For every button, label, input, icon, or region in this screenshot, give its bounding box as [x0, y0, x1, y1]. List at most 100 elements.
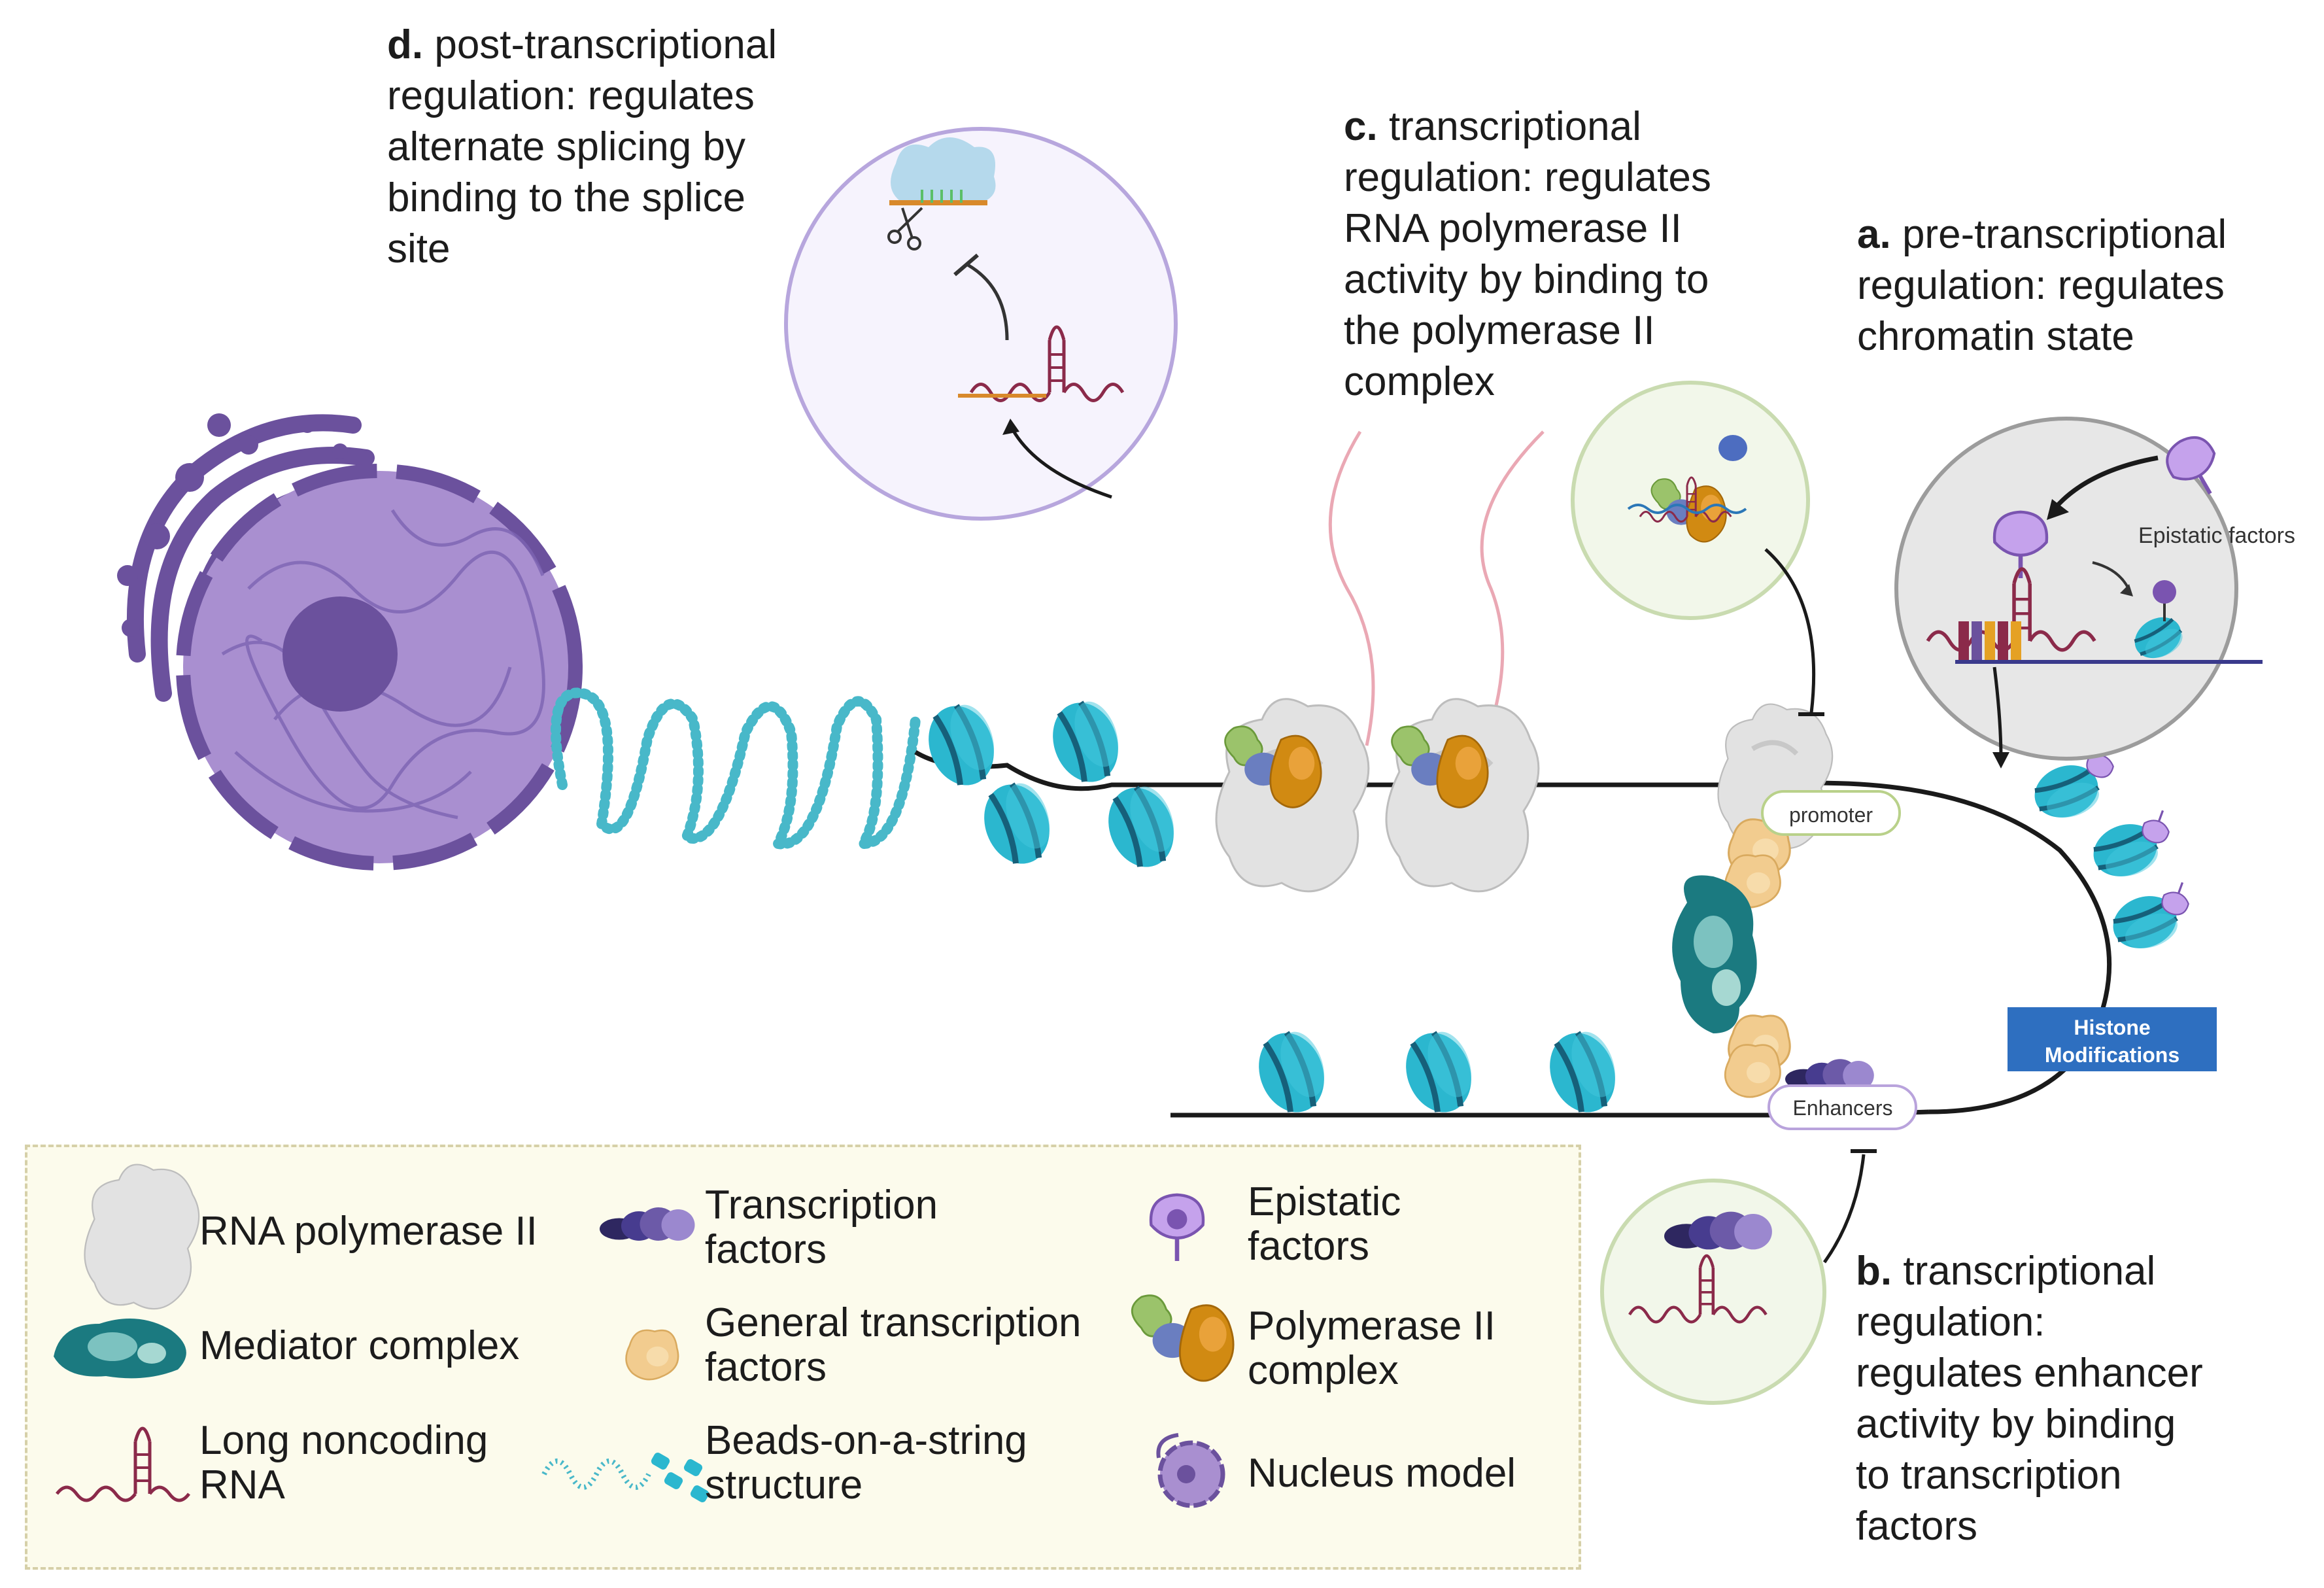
annotation-b-line-4: to transcription [1856, 1453, 2122, 1498]
legend-epi-line-2: factors [1248, 1224, 1370, 1269]
legend-nucleus-model-label: Nucleus model [1248, 1451, 1516, 1496]
nucleosome [1395, 1024, 1484, 1122]
legend-lncrna-icon [56, 1426, 190, 1502]
legend-lnc-line-1: Long noncoding [199, 1418, 488, 1463]
arrow [2092, 561, 2130, 589]
inhibit-arrow [1822, 1154, 1866, 1264]
annotation-b-letter: b. [1856, 1249, 1892, 1294]
callout-c-polymerase [1571, 381, 1824, 716]
annotation-b-line-2: regulates enhancer [1856, 1351, 2203, 1396]
callout-b-enhancer [1600, 1149, 1877, 1405]
callout-a-chromatin: Epistatic factors [1894, 417, 2295, 768]
legend-beads-line-1: Beads-on-a-string [705, 1418, 1027, 1463]
legend-nucleus-model-icon [1156, 1433, 1225, 1508]
annotation-c-line-0: transcriptional [1388, 104, 1641, 149]
nucleolus [282, 596, 398, 712]
nucleosome [1042, 693, 1131, 791]
annotation-d-line-1: regulation: regulates [387, 73, 755, 118]
nucleosome [1098, 778, 1186, 876]
legend-polymerase-ii-complex-label: Polymerase II complex [1248, 1304, 1495, 1393]
enhancers-pill [1768, 1084, 1917, 1130]
callout-arrow [1008, 424, 1112, 499]
mediator-complex [1672, 875, 1757, 1033]
annotation-a-line-0: pre-transcriptional [1902, 212, 2227, 257]
legend-general-transcription-factors-label: General transcription factors [705, 1301, 1082, 1390]
histone-marks [1958, 621, 2021, 661]
legend-mediator-complex-label: Mediator complex [199, 1323, 520, 1368]
chromatin-tangle [221, 509, 545, 820]
annotation-c-line-3: activity by binding to [1344, 257, 1709, 302]
annotation-d-line-0: post-transcriptional [434, 22, 778, 67]
callout-d-splicing [784, 127, 1178, 521]
annotation-d-letter: d. [387, 22, 424, 67]
annotation-b-line-5: factors [1856, 1504, 1978, 1549]
chromatin-coil [551, 687, 921, 850]
annotation-b: b. transcriptional regulation: regulates… [1856, 1246, 2203, 1552]
histone-modifications-box [2008, 1007, 2217, 1071]
general-transcription-factor [1724, 1044, 1781, 1098]
legend-general-transcription-factor-icon [625, 1329, 679, 1381]
annotation-d-line-2: alternate splicing by [387, 124, 745, 169]
legend-pol2c-line-1: Polymerase II [1248, 1303, 1496, 1349]
annotation-d: d. post-transcriptional regulation: regu… [387, 20, 777, 275]
legend-beads-on-a-string-icon [541, 1453, 709, 1502]
histone-label-line1: Histone [2074, 1016, 2150, 1039]
legend-epistatic-factors-label: Epistatic factors [1248, 1180, 1401, 1269]
promoter-label: promoter [1789, 803, 1873, 827]
legend-gtf-line-1: General transcription [705, 1300, 1082, 1345]
legend-gtf-line-2: factors [705, 1345, 827, 1390]
legend-transcription-factors-icon [600, 1207, 695, 1241]
nucleosome [1248, 1024, 1337, 1122]
annotation-a-letter: a. [1857, 212, 1891, 257]
scissors-icon [887, 207, 923, 250]
annotation-c-line-5: complex [1344, 359, 1495, 404]
inhibit-arrow [966, 263, 1009, 341]
annotation-c-line-1: regulation: regulates [1344, 155, 1711, 200]
legend-tf-line-1: Transcription [705, 1182, 938, 1228]
factor-blob [1718, 435, 1747, 461]
nucleus-illustration [117, 413, 583, 871]
legend-lncrna-label: Long noncoding RNA [199, 1419, 488, 1508]
rna-strand [1627, 504, 1747, 514]
callout-arrow [1992, 666, 2003, 759]
legend-transcription-factors-label: Transcription factors [705, 1183, 938, 1272]
legend-lnc-line-2: RNA [199, 1462, 285, 1508]
annotation-c-line-2: RNA polymerase II [1344, 206, 1682, 251]
nucleosome [974, 775, 1062, 873]
annotation-d-line-3: binding to the splice [387, 175, 746, 220]
legend-rna-polymerase-icon [84, 1164, 200, 1310]
annotation-a: a. pre-transcriptional regulation: regul… [1857, 209, 2227, 362]
epistatic-factors-label: Epistatic factors [2138, 523, 2295, 548]
annotation-b-line-3: activity by binding [1856, 1402, 2176, 1447]
annotation-c-line-4: the polymerase II [1344, 308, 1655, 353]
nascent-rna [1480, 430, 1545, 746]
legend-epistatic-factor-icon [1149, 1193, 1205, 1262]
legend-beads-label: Beads-on-a-string structure [705, 1419, 1027, 1508]
legend-tf-line-2: factors [705, 1227, 827, 1272]
legend-polymerase-ii-complex-icon [1131, 1294, 1235, 1382]
legend-rna-polymerase-label: RNA polymerase II [199, 1209, 538, 1254]
promoter-pill [1761, 790, 1901, 836]
legend-epi-line-1: Epistatic [1248, 1179, 1401, 1224]
annotation-b-line-0: transcriptional [1903, 1249, 2156, 1294]
enhancers-label: Enhancers [1793, 1096, 1893, 1120]
nascent-rna [1328, 430, 1375, 746]
legend: RNA polymerase II Transcription factors … [25, 1145, 1581, 1570]
legend-mediator-complex-icon [54, 1319, 186, 1379]
nucleosome [1539, 1024, 1628, 1122]
legend-pol2c-line-2: complex [1248, 1348, 1399, 1393]
er-dots [117, 413, 348, 637]
spliceosome-icon [891, 137, 996, 203]
legend-icons [54, 1164, 1235, 1508]
legend-beads-line-2: structure [705, 1462, 863, 1508]
annotation-c: c. transcriptional regulation: regulates… [1344, 101, 1711, 407]
annotation-a-line-1: regulation: regulates [1857, 263, 2225, 308]
histone-label-line2: Modifications [2045, 1043, 2179, 1067]
annotation-d-line-4: site [387, 226, 451, 271]
annotation-b-line-1: regulation: [1856, 1300, 2045, 1345]
annotation-c-letter: c. [1344, 104, 1378, 149]
nucleosome [918, 697, 1006, 795]
inhibit-arrow [1764, 548, 1816, 714]
recruit-arrow [2051, 455, 2159, 512]
